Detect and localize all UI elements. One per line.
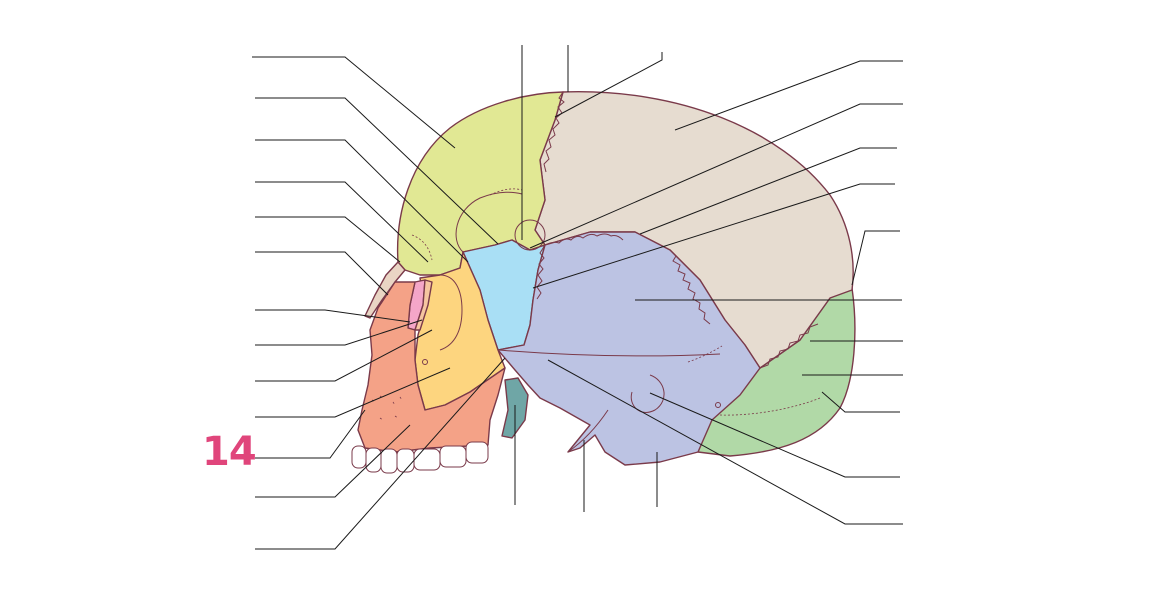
leader-line-left-5	[255, 216, 401, 263]
leader-lines-right	[529, 60, 903, 525]
leader-line-left-6	[255, 251, 389, 296]
leader-line-left-9	[255, 329, 433, 382]
leader-line-left-11	[255, 409, 366, 459]
leader-lines-top	[521, 45, 663, 240]
leader-line-left-10	[255, 367, 451, 418]
suture-details	[371, 91, 821, 453]
figure-number: 14	[202, 429, 257, 475]
ethmoid-bone	[414, 279, 433, 331]
leader-lines-left	[252, 56, 506, 550]
leader-line-top-3	[554, 52, 663, 118]
leader-line-right-9	[821, 391, 900, 413]
leader-line-right-5	[851, 230, 900, 286]
leader-line-left-2	[255, 97, 499, 245]
leader-line-right-1	[674, 60, 903, 131]
leader-line-left-12	[255, 424, 411, 498]
leader-line-left-4	[255, 181, 429, 263]
maxilla	[357, 281, 506, 453]
leader-line-right-2	[529, 103, 903, 249]
leader-line-left-1	[252, 56, 456, 149]
leader-line-right-11	[547, 359, 903, 525]
leader-lines-bottom	[514, 405, 658, 512]
leader-line-left-7	[255, 309, 411, 323]
leader-line-left-3	[255, 139, 469, 263]
nasal-bone	[364, 261, 406, 319]
leader-line-right-4	[532, 183, 895, 289]
leader-line-right-3	[639, 147, 897, 235]
leader-line-right-10	[649, 392, 900, 478]
leader-line-left-8	[255, 319, 423, 346]
teeth	[351, 441, 489, 474]
leader-line-left-13	[255, 357, 506, 550]
